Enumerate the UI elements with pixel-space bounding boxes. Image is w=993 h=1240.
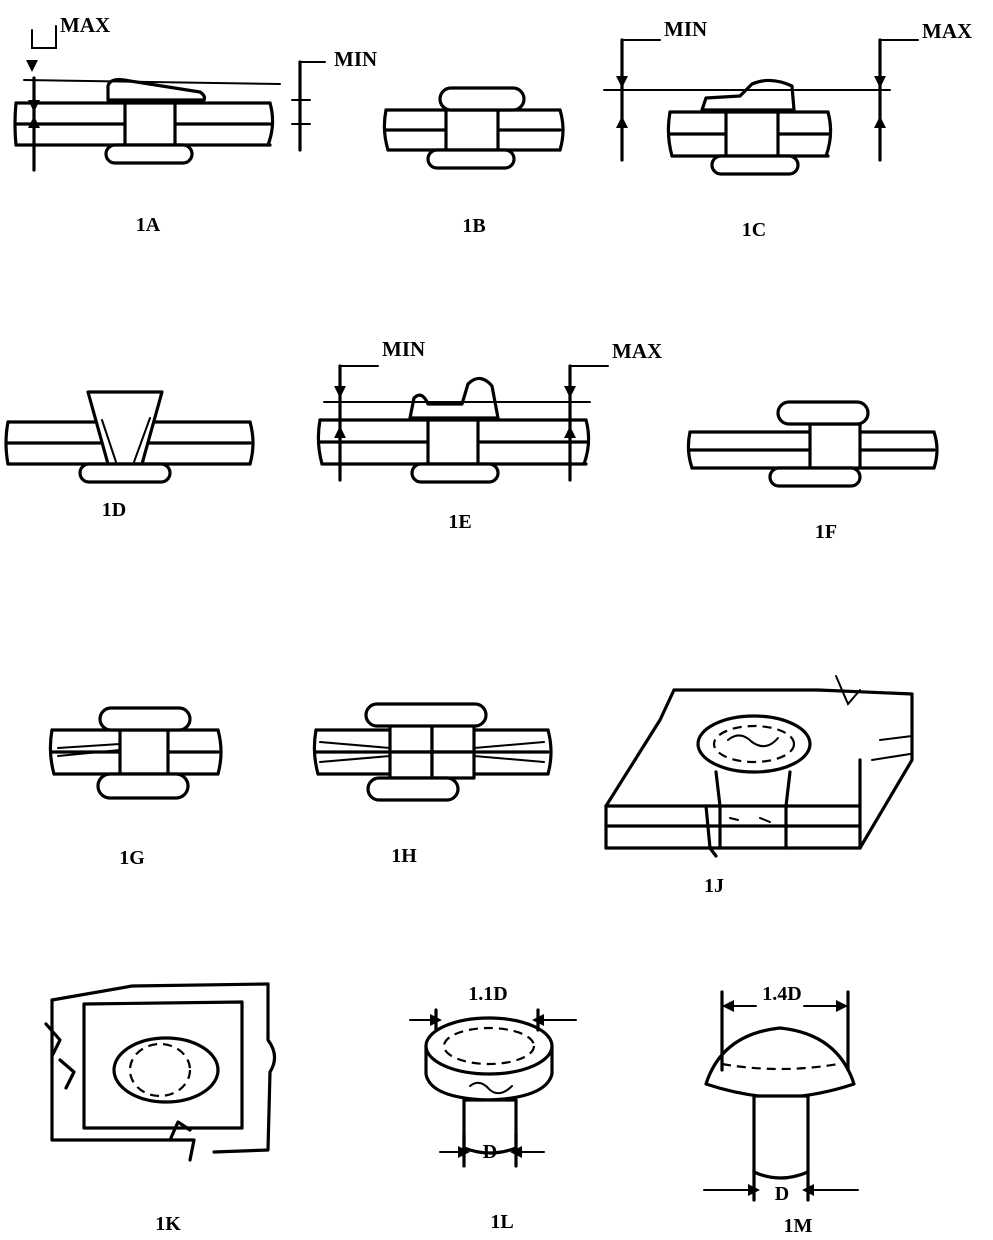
rivet-drawing-1d — [4, 390, 255, 484]
max-label: MAX — [922, 19, 972, 43]
figure-caption: 1C — [742, 219, 766, 241]
figure-1c: MIN MAX 1C — [603, 17, 972, 241]
max-label: MAX — [60, 13, 110, 37]
rivet-drawing-1g — [48, 706, 223, 800]
figure-1g: 1G — [48, 706, 223, 869]
figure-1f: 1F — [686, 400, 939, 543]
rivet-drawing-1c — [603, 38, 919, 176]
max-label: MAX — [612, 339, 662, 363]
figure-caption: 1L — [490, 1211, 513, 1233]
rivet-drawing-1l — [409, 1008, 577, 1168]
figure-1j: 1J — [604, 675, 914, 897]
shank-diameter-label: D — [483, 1141, 497, 1163]
min-label: MIN — [382, 337, 425, 361]
figure-caption: 1K — [155, 1213, 181, 1235]
rivet-drawing-1h — [312, 702, 553, 802]
head-diameter-label: 1.1D — [468, 983, 507, 1005]
figure-caption: 1D — [102, 499, 126, 521]
min-label: MIN — [334, 47, 377, 71]
min-label: MIN — [664, 17, 707, 41]
figure-caption: 1M — [784, 1215, 813, 1237]
rivet-drawing-1f — [686, 400, 939, 488]
figure-1d: 1D — [4, 390, 255, 521]
rivet-drawing-1j — [604, 675, 914, 858]
figure-caption: 1E — [448, 511, 471, 533]
rivet-drawing-1e — [316, 364, 609, 484]
figure-1a: MAX MIN 1A — [13, 13, 377, 236]
shank-diameter-label: D — [775, 1183, 789, 1205]
figure-caption: 1J — [704, 875, 724, 897]
figure-1h: 1H — [312, 702, 553, 867]
head-diameter-label: 1.4D — [762, 983, 801, 1005]
figure-1e: MIN MAX 1E — [316, 337, 662, 533]
figure-1b: 1B — [382, 86, 565, 237]
rivet-drawing-1m — [703, 990, 859, 1202]
rivet-drawing-1a — [13, 25, 326, 172]
figure-1m: 1.4D D 1M — [703, 983, 859, 1237]
figure-1l: 1.1D D 1L — [409, 983, 577, 1233]
rivet-drawing-1b — [382, 86, 565, 170]
figure-caption: 1H — [391, 845, 417, 867]
figure-caption: 1G — [119, 847, 145, 869]
rivet-drawing-1k — [44, 982, 277, 1162]
figure-1k: 1K — [44, 982, 277, 1235]
figure-caption: 1F — [815, 521, 837, 543]
figure-caption: 1A — [136, 214, 161, 236]
figure-caption: 1B — [462, 215, 485, 237]
